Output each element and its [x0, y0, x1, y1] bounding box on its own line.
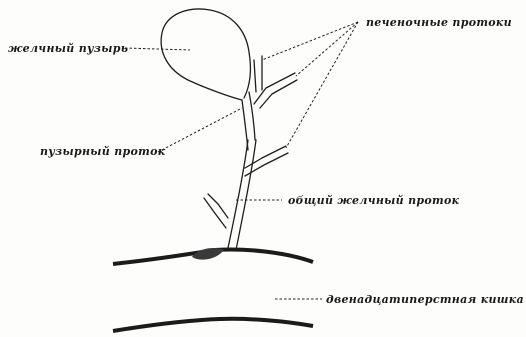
gallbladder-shape [161, 9, 250, 100]
pancreatic-duct-branch-2 [204, 198, 226, 228]
leader-cystic [158, 108, 242, 152]
papilla-shape [192, 248, 224, 260]
cystic-duct-shape-inner [249, 92, 255, 140]
label-gallbladder: желчный пузырь [8, 42, 128, 55]
hepatic-duct-top-2 [254, 60, 256, 92]
duodenum-lower-wall [113, 319, 313, 331]
label-cystic-duct: пузырный проток [40, 145, 166, 158]
label-common-bile-duct: общий желчный проток [288, 194, 460, 207]
common-bile-duct-shape [228, 140, 248, 248]
hepatic-duct-right-2 [260, 80, 297, 108]
pancreatic-duct-branch [208, 194, 228, 218]
label-duodenum: двенадцатиперстная кишка [326, 293, 524, 306]
hepatic-duct-right [254, 73, 295, 104]
leader-gallbladder [125, 48, 190, 50]
leader-hepatic-3 [286, 22, 358, 148]
leader-hepatic-1 [262, 22, 358, 60]
leader-hepatic-2 [296, 22, 358, 76]
label-hepatic-ducts: печеночные протоки [366, 16, 512, 29]
